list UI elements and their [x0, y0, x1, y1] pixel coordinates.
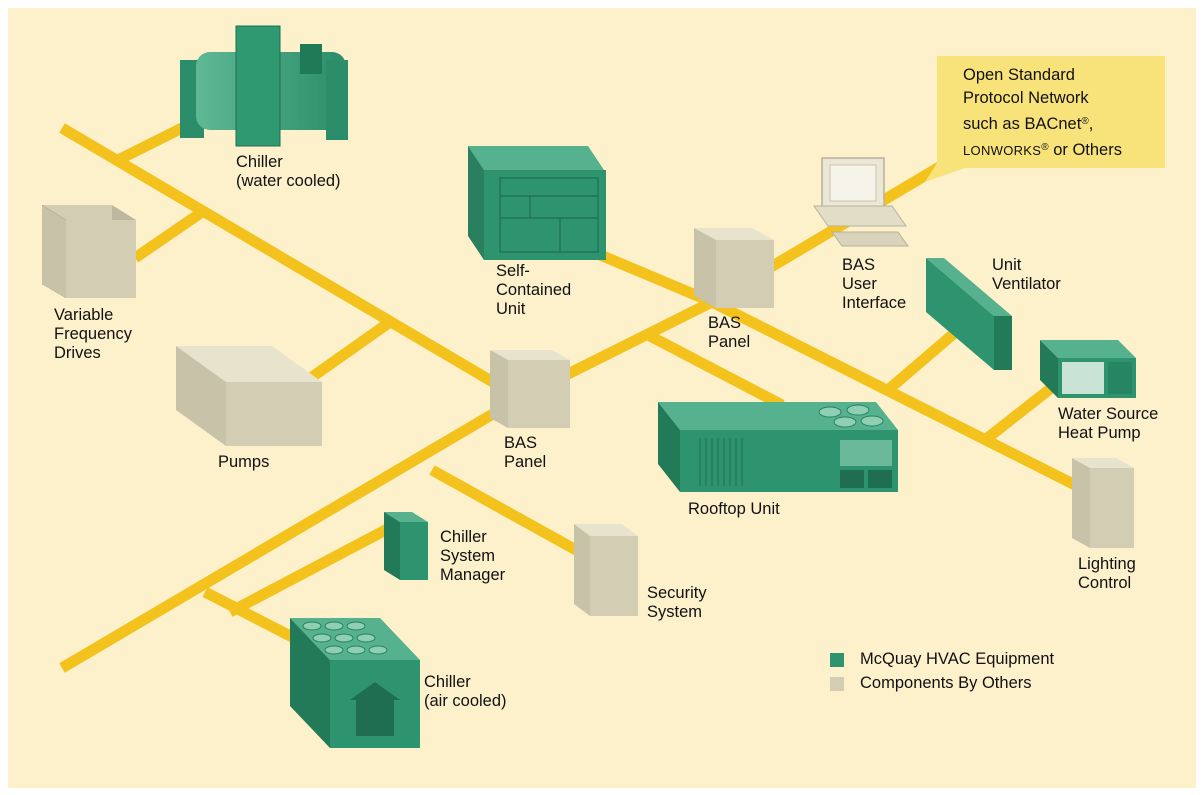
callout-line: LONWORKS® or Others: [963, 141, 1122, 159]
legend-item-others: Components By Others: [830, 674, 1032, 693]
callout-line: such as BACnet®,: [963, 115, 1094, 133]
bas-user-interface-icon: [813, 157, 909, 247]
lighting-control-icon: [1072, 458, 1134, 548]
self-contained-unit-icon: [468, 146, 606, 260]
network-line-vfd-branch: [131, 205, 209, 263]
chiller-water-cooled-icon: [180, 25, 348, 147]
network-line-ventilator-branch: [884, 325, 962, 395]
legend-label: McQuay HVAC Equipment: [860, 650, 1055, 668]
unit-ventilator-icon: [926, 258, 1012, 370]
rooftop-unit-icon: [658, 402, 898, 492]
water-source-heat-pump-icon: [1040, 340, 1136, 398]
legend-item-mcquay: McQuay HVAC Equipment: [830, 650, 1054, 669]
label-chiller-air-cooled: Chiller(air cooled): [424, 673, 507, 710]
callout-line: Protocol Network: [963, 89, 1089, 107]
network-line-pumps-branch: [301, 317, 394, 387]
network-line-heat-pump-branch: [981, 380, 1059, 445]
protocol-callout-text: Open Standard Protocol Network such as B…: [963, 64, 1122, 162]
callout-line: Open Standard: [963, 66, 1075, 84]
security-system-icon: [574, 524, 638, 616]
bas-panel-center-icon: [490, 350, 570, 428]
bas-panel-upper-icon: [694, 228, 774, 308]
legend-label: Components By Others: [860, 674, 1032, 692]
network-line-main-upper: [59, 123, 523, 403]
label-chiller-water-cooled: Chiller(water cooled): [236, 153, 341, 190]
label-rooftop-unit: Rooftop Unit: [688, 500, 780, 518]
network-line-chiller-air-branch: [202, 587, 301, 645]
chiller-air-cooled-icon: [290, 618, 420, 748]
network-line-rooftop-branch: [647, 331, 785, 410]
network-line-csm-branch: [227, 520, 398, 617]
beige-square-icon: [830, 676, 844, 691]
network-line-main-lower: [59, 393, 523, 673]
chiller-system-manager-icon: [384, 512, 428, 580]
protocol-callout: [937, 56, 1165, 168]
vfd-icon: [42, 205, 136, 298]
network-line-security-branch: [429, 465, 588, 560]
label-pumps: Pumps: [218, 453, 270, 471]
green-square-icon: [830, 652, 844, 667]
pumps-icon: [176, 346, 322, 446]
network-line-upper-panel-to-lighting: [709, 297, 1088, 495]
